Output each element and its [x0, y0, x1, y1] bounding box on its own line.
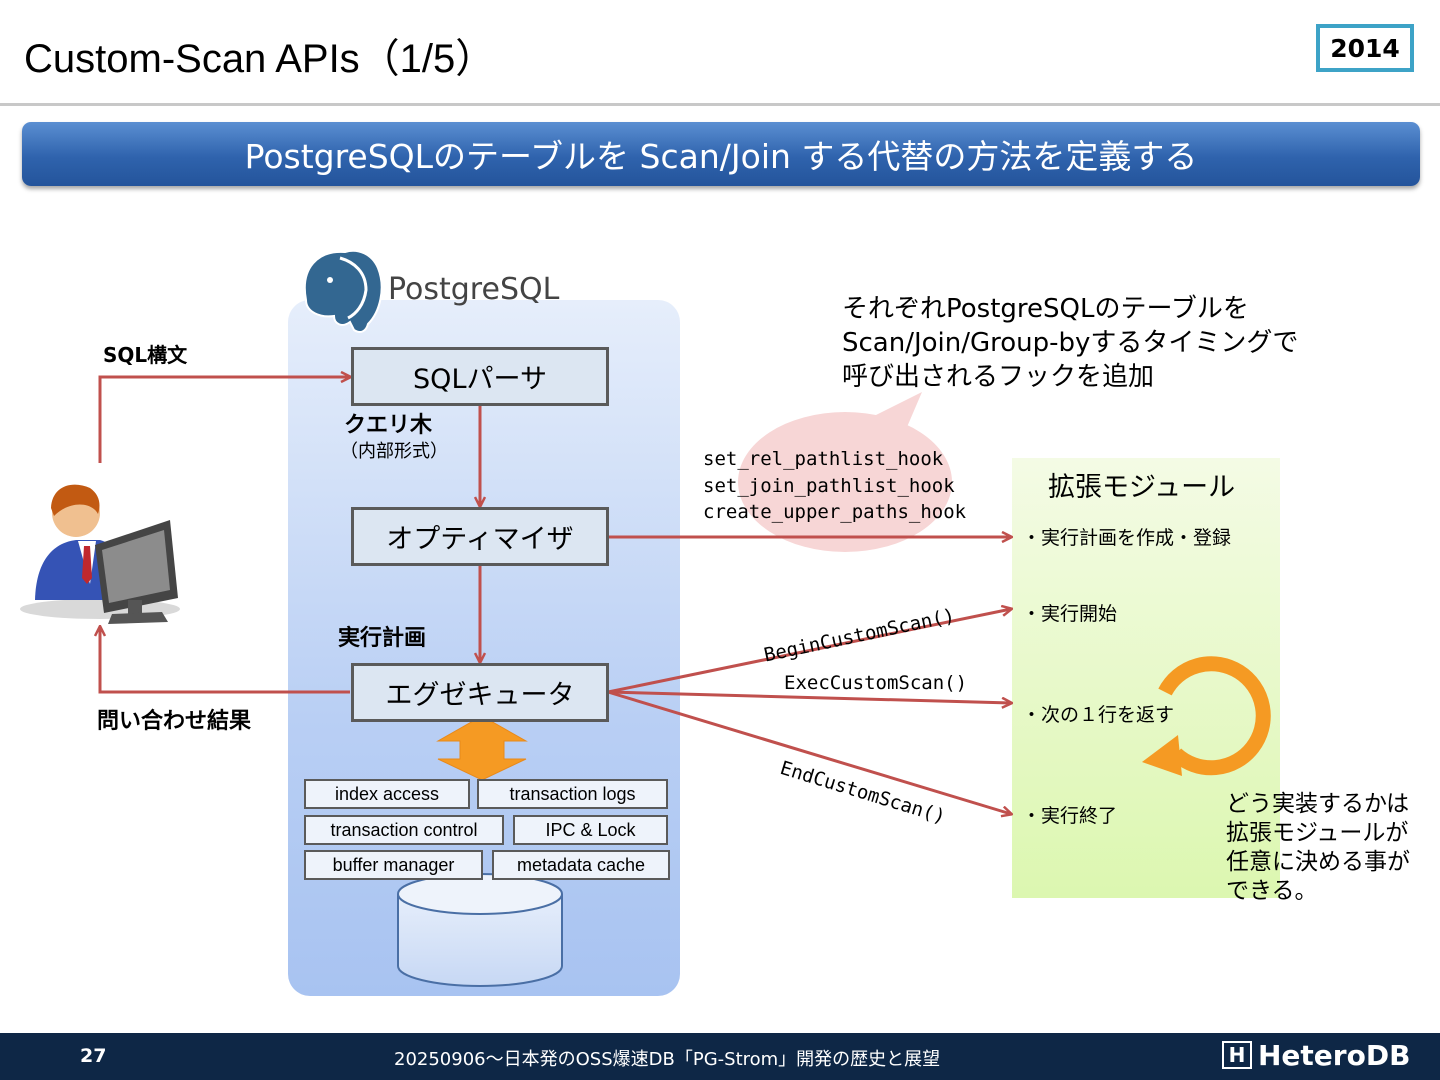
banner: PostgreSQLのテーブルを Scan/Join する代替の方法を定義する	[22, 122, 1420, 186]
hook-name: set_join_pathlist_hook	[703, 475, 955, 497]
subsystem-ipc-lock: IPC & Lock	[513, 815, 668, 845]
cycle-arrow-icon	[1142, 656, 1271, 776]
page-number: 27	[80, 1045, 107, 1067]
hook-name: set_rel_pathlist_hook	[703, 448, 944, 470]
callout-line-3: 呼び出されるフックを追加	[842, 362, 1155, 392]
subsystem-index-access: index access	[304, 779, 470, 809]
extension-item-next-row: ・次の１行を返す	[1022, 704, 1175, 726]
orange-double-arrow	[436, 715, 528, 781]
heterodb-logo-icon: H	[1222, 1041, 1252, 1069]
executor-box: エグゼキュータ	[351, 663, 609, 722]
begin-scan-arrow	[607, 609, 1011, 694]
result-label: 問い合わせ結果	[97, 709, 252, 734]
sql-input-arrow	[98, 377, 350, 463]
database-icon	[397, 873, 563, 987]
exec-scan-arrow	[607, 690, 1011, 703]
postgresql-elephant-icon	[303, 249, 383, 333]
subsystem-metadata-cache: metadata cache	[492, 850, 670, 880]
note-line-2: 拡張モジュールが	[1226, 820, 1409, 846]
note-line-1: どう実装するかは	[1226, 791, 1410, 817]
year-badge: 2014	[1316, 24, 1414, 72]
user-at-computer-icon	[20, 484, 180, 624]
exec-custom-scan-label: ExecCustomScan()	[784, 672, 968, 694]
speech-callout-bubble	[738, 392, 952, 552]
subsystem-transaction-logs: transaction logs	[477, 779, 668, 809]
extension-item-end: ・実行終了	[1022, 805, 1118, 827]
slide-title: Custom-Scan APIs（1/5）	[24, 37, 496, 81]
sql-parser-box: SQLパーサ	[351, 347, 609, 406]
extension-module-title: 拡張モジュール	[1048, 472, 1236, 503]
footer-caption: 20250906～日本発のOSS爆速DB「PG-Strom」開発の歴史と展望	[394, 1049, 941, 1070]
optimizer-box: オプティマイザ	[351, 507, 609, 566]
extension-item-create-plan: ・実行計画を作成・登録	[1022, 527, 1232, 549]
callout-line-2: Scan/Join/Group-byするタイミングで	[842, 328, 1299, 358]
subsystem-buffer-manager: buffer manager	[304, 850, 483, 880]
footer-bar: 27 20250906～日本発のOSS爆速DB「PG-Strom」開発の歴史と展…	[0, 1033, 1440, 1080]
note-line-4: できる。	[1226, 878, 1318, 904]
query-tree-label: クエリ木	[344, 413, 433, 438]
postgresql-logo-text: PostgreSQL	[388, 272, 560, 307]
note-line-3: 任意に決める事が	[1226, 849, 1410, 875]
result-arrow	[100, 627, 350, 694]
sql-input-label: SQL構文	[103, 343, 188, 367]
callout-line-1: それぞれPostgreSQLのテーブルを	[842, 294, 1249, 324]
subsystem-transaction-control: transaction control	[304, 815, 504, 845]
query-tree-note: （内部形式）	[340, 441, 448, 462]
plan-label: 実行計画	[338, 626, 427, 651]
extension-item-begin: ・実行開始	[1022, 603, 1118, 625]
title-divider	[0, 103, 1440, 106]
heterodb-logo-text: HeteroDB	[1258, 1039, 1411, 1072]
end-scan-arrow	[607, 690, 1011, 814]
hook-name: create_upper_paths_hook	[703, 501, 967, 523]
